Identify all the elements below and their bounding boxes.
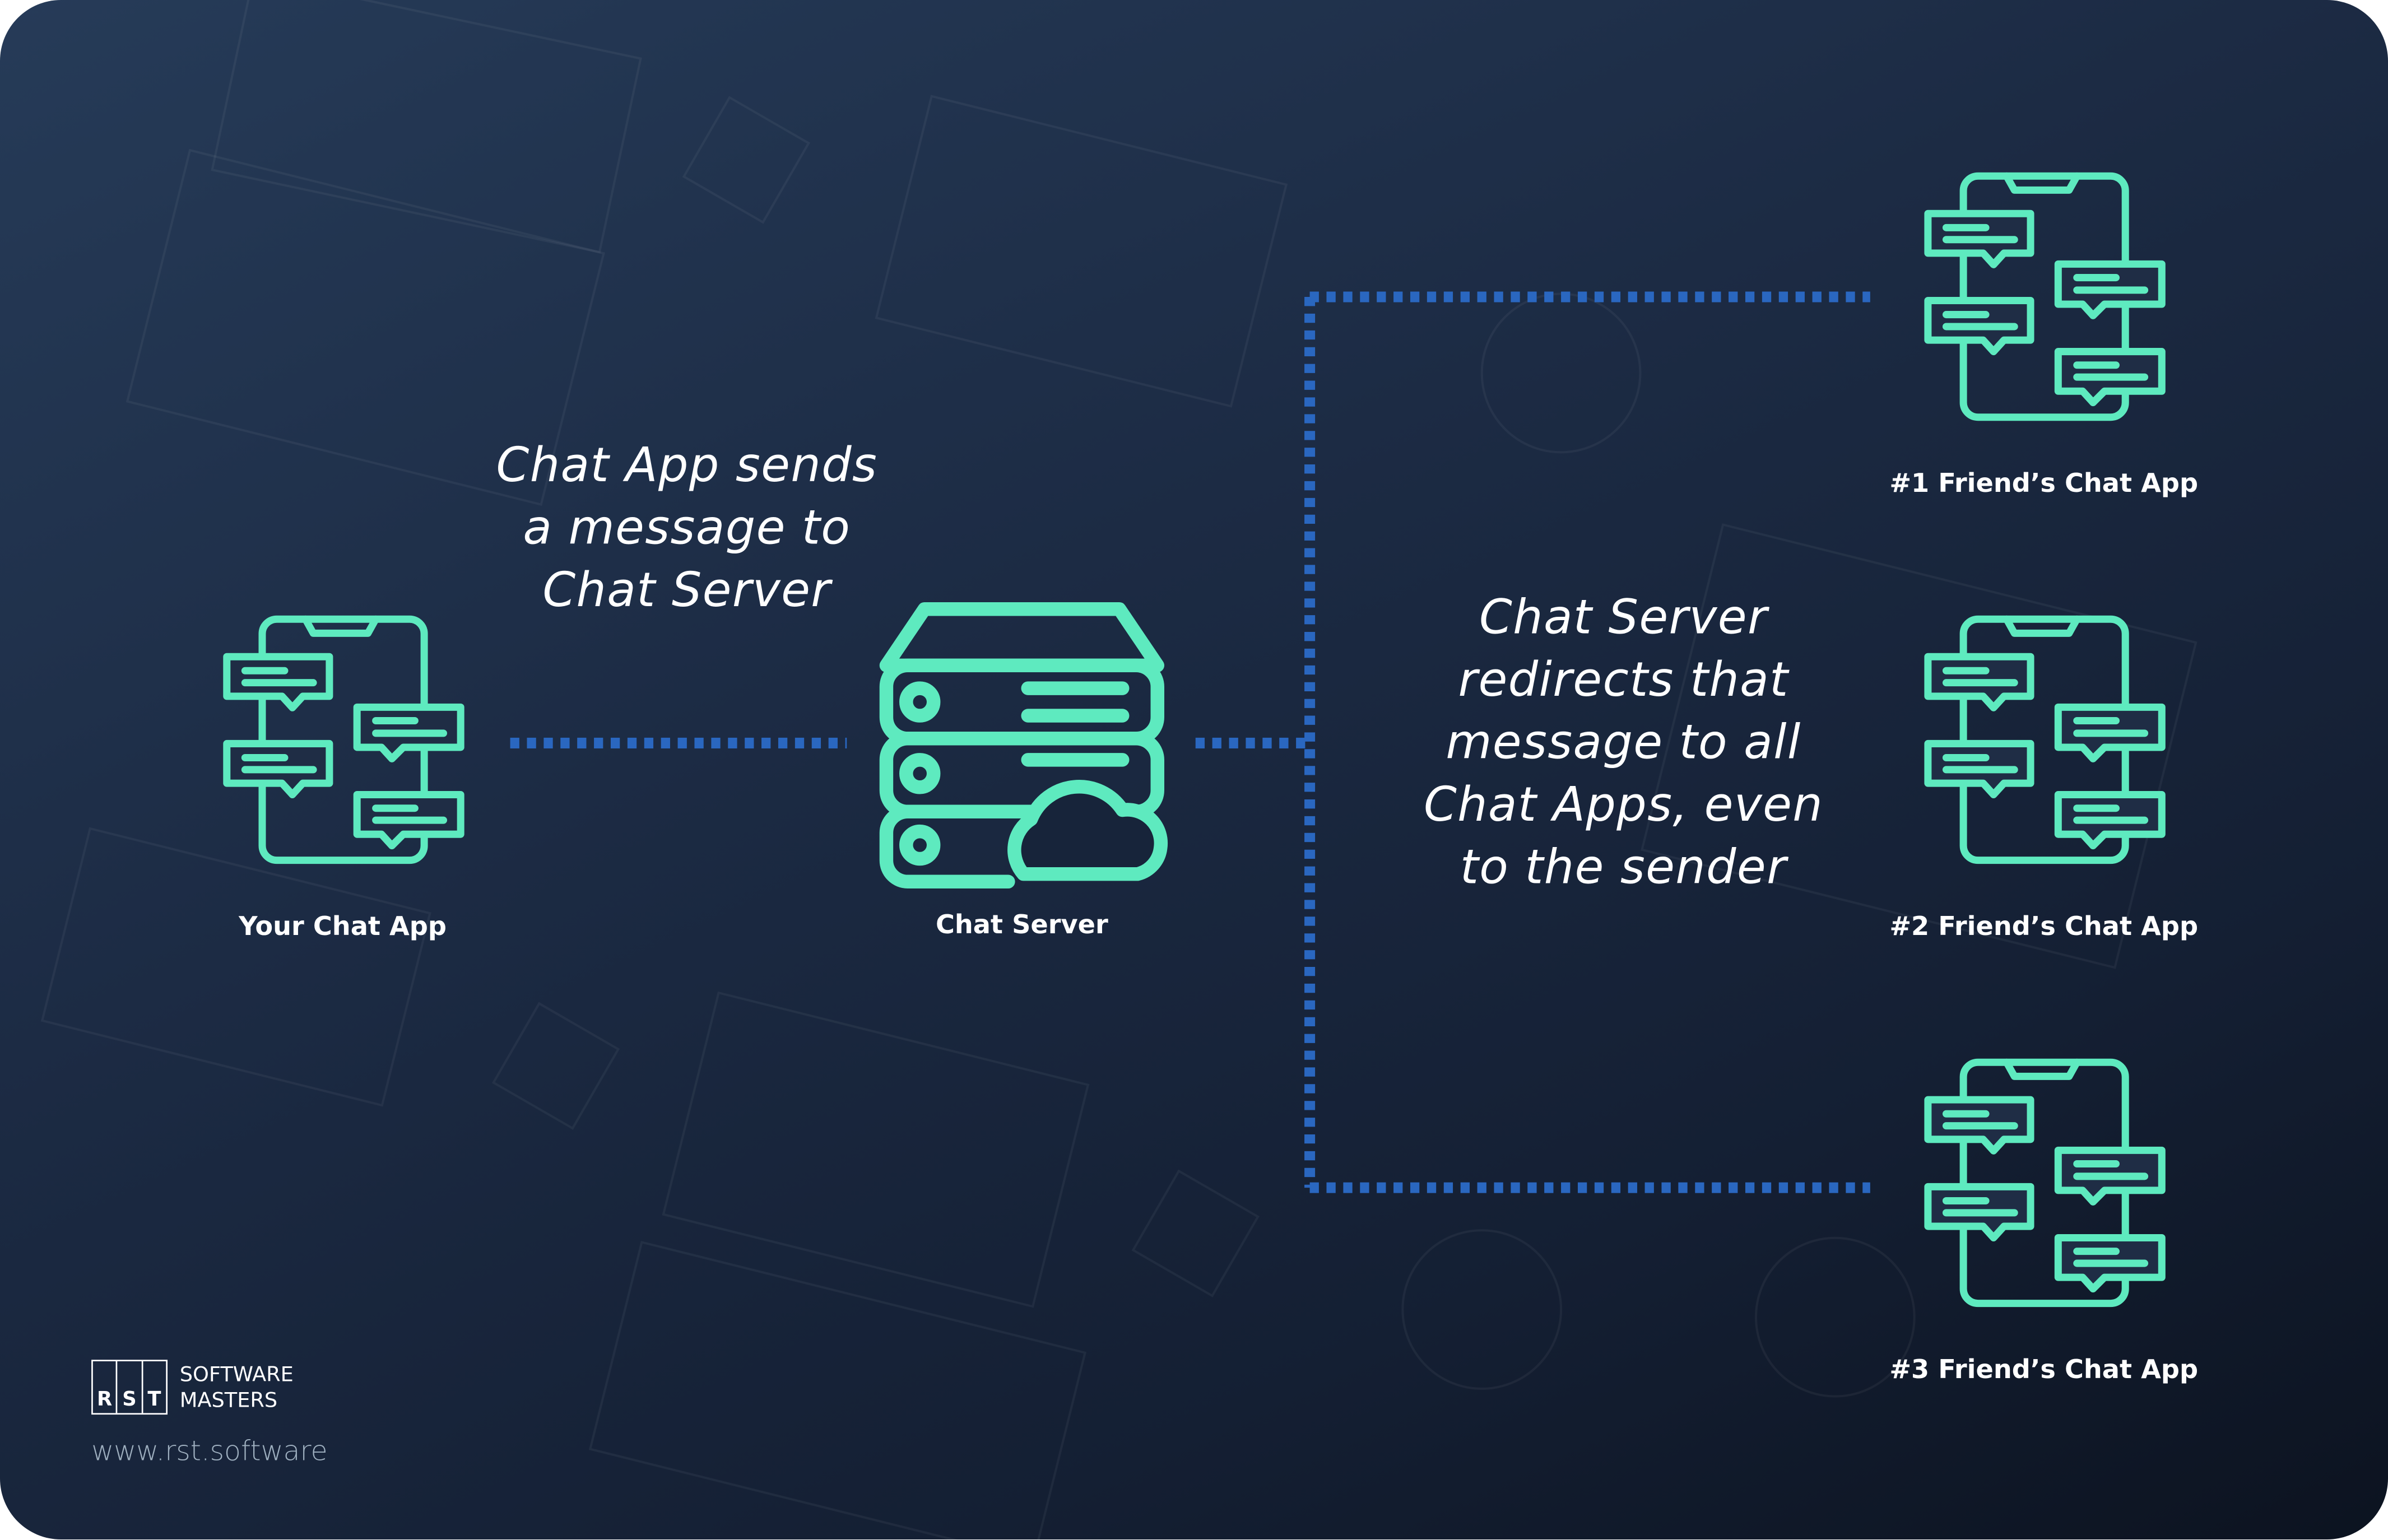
chat-server-icon [879, 602, 1168, 889]
caption-redirect-line: to the sender [1460, 840, 1787, 896]
rst-logo: R S T [91, 1360, 168, 1415]
logo-line2: MASTERS [179, 1388, 278, 1413]
friend3-label: #3 Friend’s Chat App [1889, 1355, 2199, 1386]
logo-letter: T [147, 1388, 161, 1412]
logo-letter: R [93, 1361, 118, 1413]
chat-server-label: Chat Server [935, 910, 1108, 941]
friend2-phone-icon [1913, 597, 2173, 886]
logo-letter: S [118, 1361, 143, 1413]
friend1-phone-icon [1913, 154, 2173, 443]
caption-send-line: a message to [523, 501, 851, 556]
friend1-label: #1 Friend’s Chat App [1889, 469, 2199, 500]
caption-redirect: Chat Server redirects that message to al… [1424, 588, 1823, 900]
caption-redirect-line: redirects that [1458, 653, 1789, 708]
your-chat-app-phone-icon [212, 597, 472, 886]
caption-send-line: Chat App sends [496, 438, 878, 494]
friend3-phone-icon [1913, 1040, 2173, 1329]
caption-redirect-line: message to all [1446, 715, 1801, 771]
logo-text: SOFTWARE MASTERS [180, 1363, 294, 1415]
logo-line1: SOFTWARE [179, 1362, 294, 1388]
caption-send: Chat App sends a message to Chat Server [496, 435, 878, 622]
your-chat-app-label: Your Chat App [239, 912, 447, 943]
caption-send-line: Chat Server [542, 563, 831, 618]
website-url: www.rst.software [91, 1436, 328, 1468]
friend2-label: #2 Friend’s Chat App [1889, 912, 2199, 943]
caption-redirect-line: Chat Apps, even [1423, 778, 1824, 833]
caption-redirect-line: Chat Server [1479, 590, 1768, 646]
